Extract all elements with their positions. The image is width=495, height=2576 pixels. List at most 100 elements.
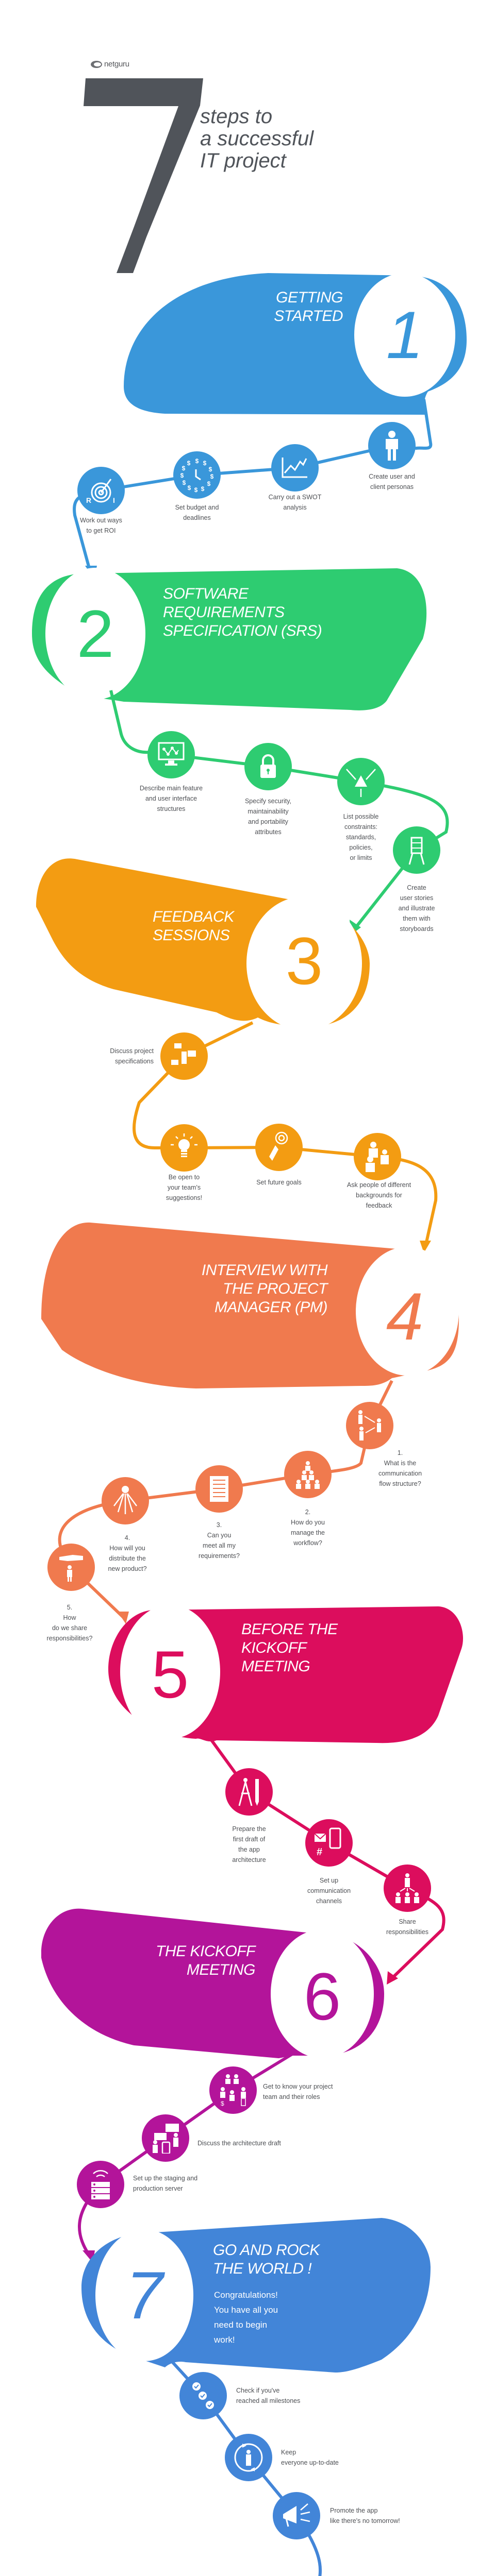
server-icon (77, 2161, 124, 2208)
svg-text:$: $ (207, 480, 211, 487)
step-7-item-1-label: Check if you've reached all milestones (236, 2385, 339, 2406)
label-line: or limits (350, 854, 372, 861)
label-line: 5. (67, 1604, 73, 1611)
label-line: flow structure? (379, 1480, 421, 1487)
svg-text:$: $ (209, 466, 212, 473)
constraints-triangle-icon (337, 758, 385, 805)
svg-text:$: $ (187, 460, 191, 467)
congrats-line: You have all you (214, 2305, 278, 2315)
svg-text:$: $ (210, 473, 214, 480)
step-3-title-line: FEEDBACK (153, 908, 234, 925)
label-line: client personas (370, 483, 414, 490)
step-3-title: FEEDBACK SESSIONS (153, 908, 266, 945)
netguru-logo-icon (91, 60, 102, 68)
budget-clock-icon: $$$$$$$$$$$$ (173, 451, 221, 499)
label-line: structures (157, 805, 186, 812)
label-line: Work out ways (80, 517, 122, 524)
step-3-item-2-label: Be open to your team's suggestions! (145, 1172, 223, 1203)
hero-title-line-2: a successful (200, 127, 314, 150)
label-line: Be open to (168, 1174, 200, 1181)
step-3-title-line: SESSIONS (153, 927, 230, 944)
step-5-item-1-label: Prepare the first draft of the app archi… (216, 1824, 283, 1865)
step-5-title-line: MEETING (241, 1658, 310, 1675)
label-line: Carry out a SWOT (268, 494, 322, 501)
label-line: do we share (52, 1624, 88, 1632)
label-line: the app (238, 1846, 260, 1853)
label-line: Specify security, (244, 798, 292, 805)
label-line: Set budget and (175, 504, 219, 511)
step-6-title-line: MEETING (186, 1961, 256, 1978)
step-6-title: THE KICKOFF MEETING (134, 1942, 255, 1979)
step-1-item-2-label: Carry out a SWOT analysis (254, 492, 336, 513)
label-line: deadlines (183, 514, 211, 521)
svg-text:$: $ (221, 2100, 224, 2107)
step-2-number: 2 (76, 596, 114, 671)
label-line: Keep (281, 2449, 296, 2456)
step-7-congratulations: Congratulations! You have all you need t… (214, 2287, 317, 2347)
label-line: How will you (109, 1545, 145, 1552)
label-line: Prepare the (232, 1825, 266, 1833)
label-line: communication (378, 1470, 422, 1477)
user-persona-icon (368, 422, 416, 469)
congrats-line: work! (214, 2335, 235, 2345)
hero-title-line-3: IT project (200, 149, 286, 172)
svg-text:$: $ (194, 486, 198, 493)
hierarchy-icon (284, 1451, 332, 1498)
svg-text:$: $ (180, 472, 184, 479)
step-6-item-3-label: Set up the staging and production server (133, 2173, 246, 2194)
label-line: standards, (345, 834, 376, 841)
label-line: Describe main feature (139, 785, 203, 792)
label-line: specifications (114, 1058, 154, 1065)
step-5-title-line: KICKOFF (241, 1639, 307, 1656)
step-3-item-4-label: Ask people of different backgrounds for … (335, 1180, 423, 1211)
step-7-item-2-label: Keep everyone up-to-date (281, 2447, 384, 2468)
congrats-line: Congratulations! (214, 2290, 278, 2300)
label-line: analysis (283, 504, 307, 511)
label-line: policies, (349, 844, 373, 851)
netguru-logo-top: netguru (91, 60, 129, 69)
step-7-item-3-label: Promote the app like there's no tomorrow… (330, 2505, 443, 2526)
distribution-icon (102, 1477, 149, 1524)
step-4-title: INTERVIEW WITH THE PROJECT MANAGER (PM) (170, 1261, 328, 1317)
label-line: 4. (124, 1534, 130, 1541)
step-1-item-3-label: Set budget and deadlines (156, 502, 238, 523)
step-4-title-line: INTERVIEW WITH (201, 1262, 328, 1279)
label-line: them with (403, 915, 431, 922)
label-line: requirements? (199, 1552, 240, 1560)
step-4-item-2-label: 2. How do you manage the workflow? (277, 1507, 339, 1548)
step-1-title-line: GETTING (276, 289, 343, 306)
label-line: storyboards (400, 925, 434, 933)
step-4-title-line: MANAGER (PM) (214, 1299, 328, 1316)
step-3-number: 3 (285, 923, 323, 998)
monitor-ui-icon (147, 731, 195, 778)
label-line: constraints: (344, 823, 377, 831)
step-2-title-line: SOFTWARE (163, 585, 249, 602)
label-line: user stories (400, 894, 434, 902)
label-line: maintainability (248, 808, 289, 815)
label-line: Discuss the architecture draft (197, 2140, 281, 2147)
step-5-number: 5 (151, 1637, 189, 1712)
label-line: Promote the app (330, 2507, 378, 2514)
label-line: Can you (207, 1532, 232, 1539)
megaphone-icon (273, 2492, 320, 2539)
label-line: everyone up-to-date (281, 2459, 339, 2466)
label-line: manage the (290, 1529, 325, 1536)
step-4-item-4-label: 4. How will you distribute the new produ… (94, 1533, 161, 1574)
label-line: Create (407, 884, 426, 891)
label-line: first draft of (233, 1836, 266, 1843)
svg-text:R: R (86, 496, 91, 504)
communication-flow-icon (346, 1402, 393, 1449)
step-2-item-4-label: Create user stories and illustrate them … (382, 883, 452, 934)
rocket-target-icon (255, 1124, 303, 1171)
big-seven-graphic (84, 78, 203, 273)
step-2-title: SOFTWARE REQUIREMENTS SPECIFICATION (SRS… (163, 585, 380, 640)
lock-icon (244, 743, 292, 790)
step-7-number: 7 (125, 2258, 163, 2333)
step-4-item-3-label: 3. Can you meet all my requirements? (186, 1520, 253, 1561)
svg-text:$: $ (195, 457, 199, 465)
swot-chart-icon (271, 444, 319, 492)
label-line: 2. (305, 1509, 311, 1516)
label-line: Set future goals (256, 1179, 302, 1186)
step-1-number: 1 (386, 297, 424, 372)
